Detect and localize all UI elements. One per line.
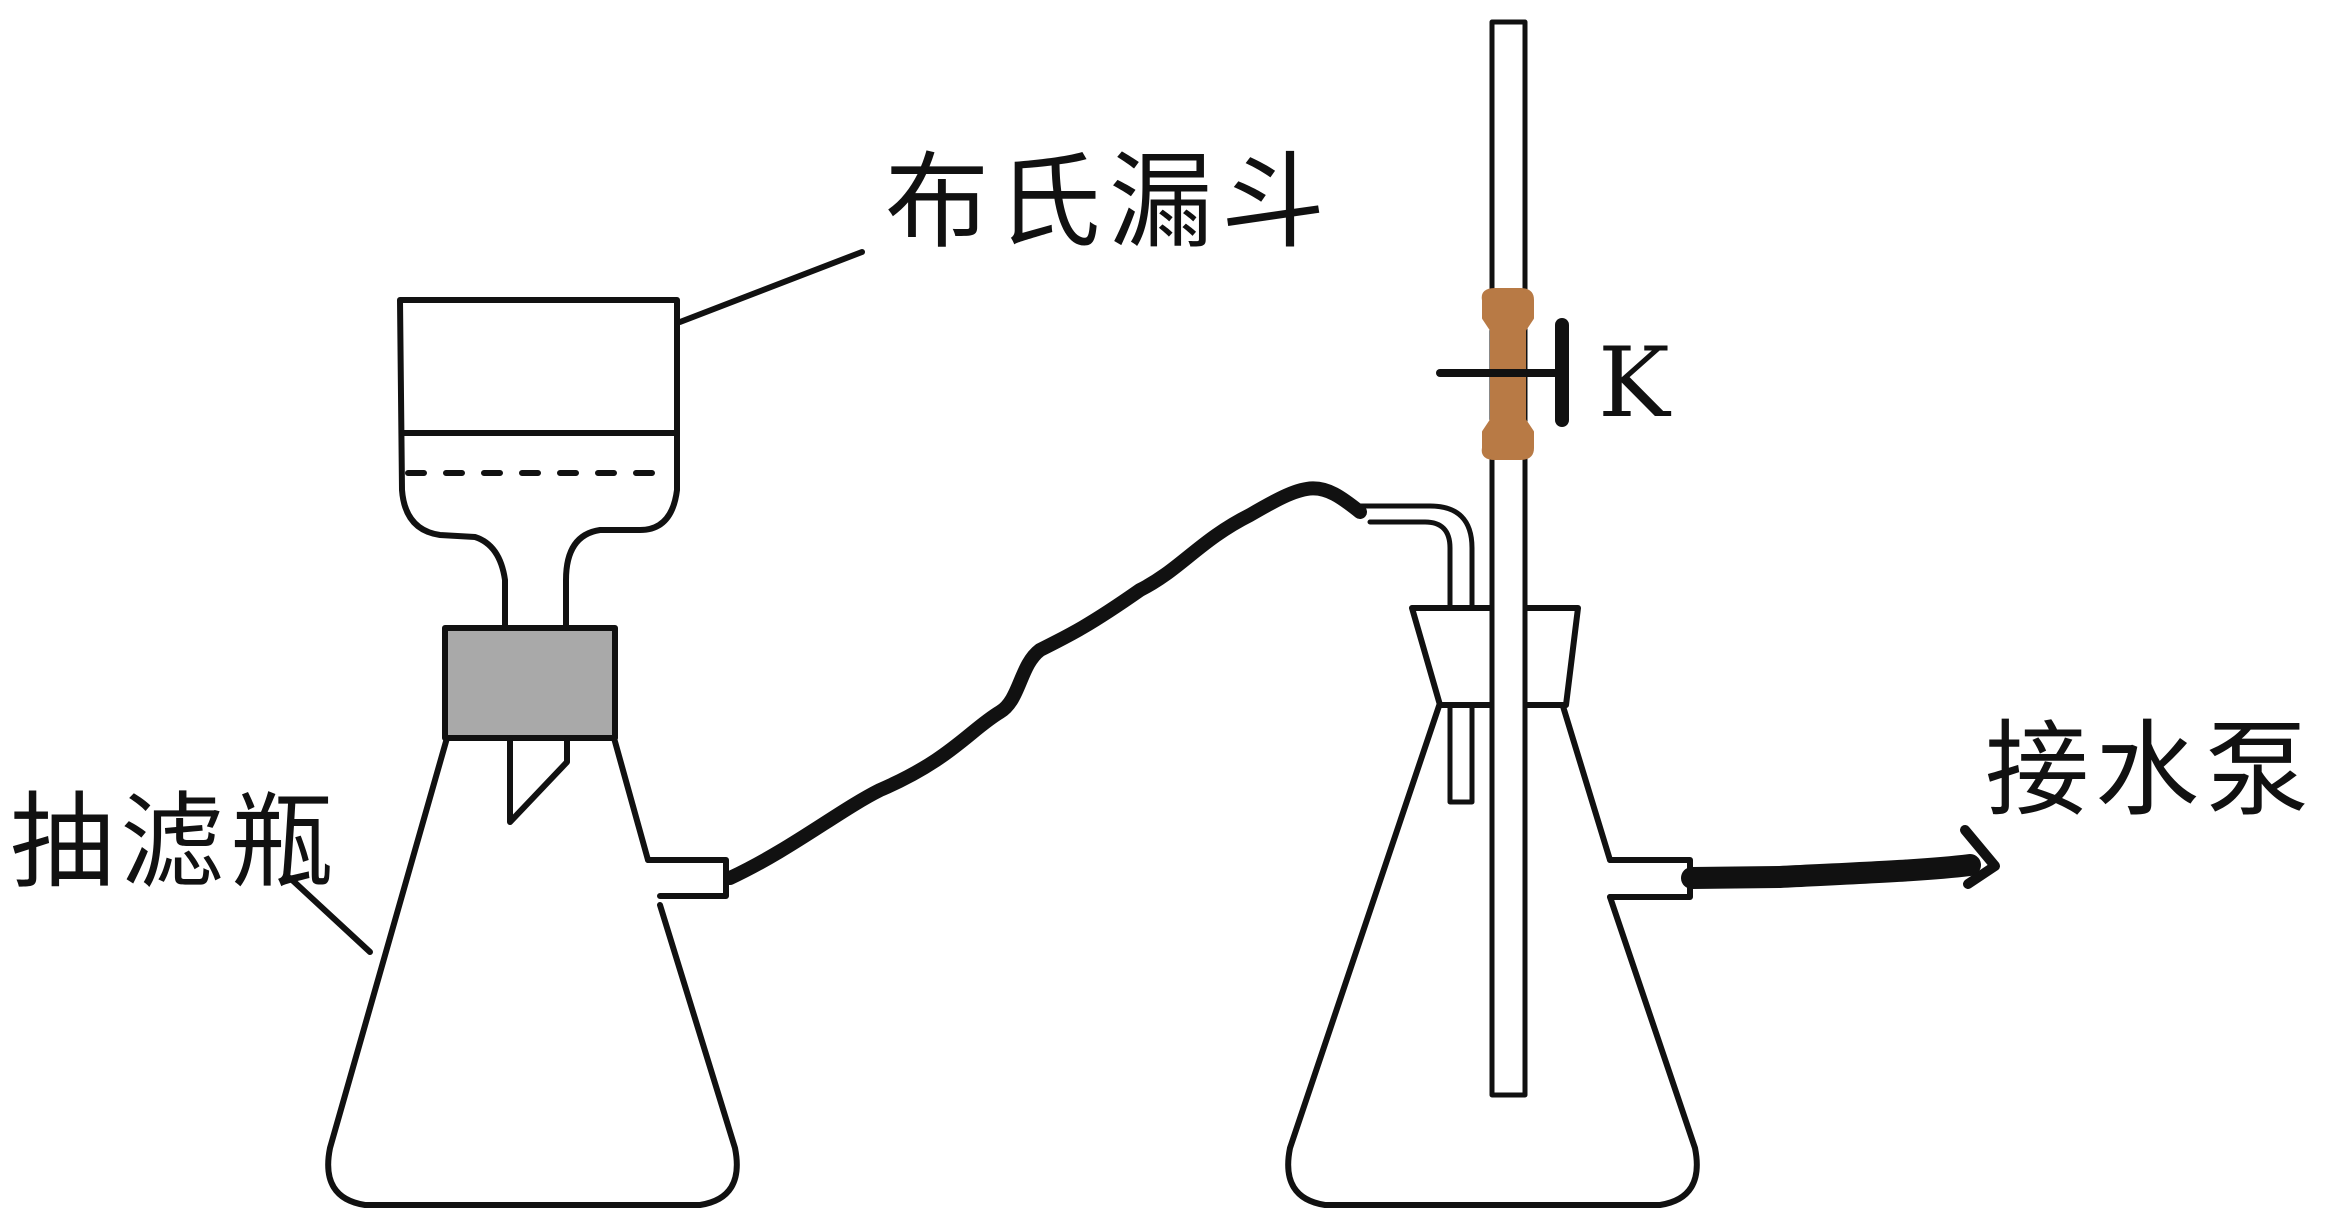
right-flask-body xyxy=(1285,700,1700,1208)
funnel-leader-line xyxy=(677,249,865,325)
left-flask-body-right-wall xyxy=(611,735,651,863)
left-stopper xyxy=(442,625,618,741)
label-suction-flask: 抽滤瓶 xyxy=(10,781,341,903)
bent-glass-tube-outer xyxy=(1355,503,1475,608)
left-flask-body xyxy=(325,735,740,1208)
funnel-stem xyxy=(507,737,570,825)
pump-hose-end xyxy=(1960,825,2000,889)
right-flask-side-arm xyxy=(1607,857,1693,900)
short-tube-below-stopper xyxy=(1447,702,1475,805)
label-buchner-funnel: 布氏漏斗 xyxy=(885,141,1334,263)
left-flask-side-arm xyxy=(645,857,729,899)
buchner-funnel-body xyxy=(397,297,680,631)
right-flask-body-upper-right xyxy=(1559,700,1613,863)
label-clamp-k: K xyxy=(1598,327,1670,439)
connecting-hose xyxy=(723,481,1367,885)
long-glass-tube xyxy=(1489,19,1528,1098)
bent-glass-tube-inner xyxy=(1367,519,1453,608)
label-to-pump: 接水泵 xyxy=(1985,709,2316,831)
flask-leader-line xyxy=(287,875,373,955)
pump-hose xyxy=(1681,854,1981,889)
